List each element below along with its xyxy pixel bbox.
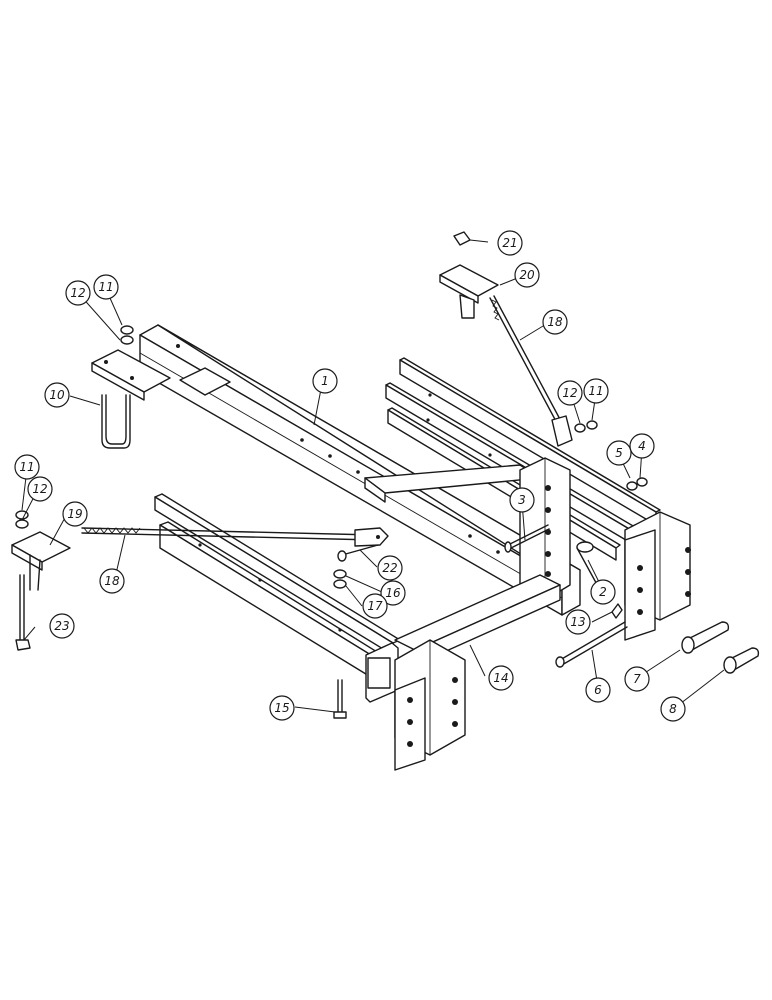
callout-8: 8 [660,696,686,722]
svg-text:12: 12 [70,286,85,300]
callout-12-left: 12 [27,476,53,502]
callout-1: 1 [312,368,338,394]
svg-text:12: 12 [32,482,47,496]
lower-cross-member [394,574,561,666]
callout-14: 14 [488,665,514,691]
svg-text:8: 8 [669,702,677,716]
svg-text:14: 14 [493,671,508,685]
callout-2: 2 [590,579,616,605]
svg-text:10: 10 [49,388,65,402]
u-bolt [101,394,131,449]
callout-12-top-left: 12 [65,280,91,306]
callout-10: 10 [44,382,70,408]
top-bracket-assembly [439,231,573,447]
callout-22: 22 [377,555,403,581]
callout-16: 16 [380,580,406,606]
svg-text:11: 11 [588,384,603,398]
lower-left-rail [154,493,401,703]
svg-text:19: 19 [67,507,82,521]
bolt-22 [337,544,379,562]
callout-11-right: 11 [583,378,609,404]
callout-20: 20 [514,262,540,288]
svg-text:4: 4 [638,439,646,453]
left-tie-rod [81,527,389,547]
svg-text:15: 15 [274,701,289,715]
callout-6: 6 [585,677,611,703]
svg-text:16: 16 [385,586,401,600]
left-clamp-plate [11,531,71,651]
svg-text:11: 11 [98,280,113,294]
callout-7: 7 [624,666,650,692]
callout-11-top-left: 11 [93,274,119,300]
clip-13 [611,603,623,619]
svg-text:22: 22 [382,561,397,575]
right-hitch-plates-outer [624,511,691,641]
svg-text:2: 2 [599,585,607,599]
pin-6 [555,621,628,668]
svg-text:13: 13 [570,615,585,629]
callout-13: 13 [565,609,591,635]
callout-4: 4 [629,433,655,459]
washers-nuts-left-top [120,325,134,345]
callout-3: 3 [509,487,535,513]
svg-text:6: 6 [594,683,602,697]
svg-text:18: 18 [104,574,120,588]
callout-21: 21 [497,230,523,256]
callout-23: 23 [49,613,75,639]
svg-text:1: 1 [321,374,329,388]
washers-nuts-right [574,420,648,491]
svg-text:18: 18 [547,315,563,329]
bolt-3 [504,524,550,553]
callout-12-right: 12 [557,380,583,406]
lower-left-hitch-plates [394,639,466,771]
bolt-15 [333,679,347,719]
svg-text:17: 17 [367,599,383,613]
svg-text:11: 11 [19,460,34,474]
svg-text:12: 12 [562,386,577,400]
sleeve-7 [681,621,730,654]
sleeve-8 [723,647,760,674]
callout-18-right: 18 [542,309,568,335]
svg-text:3: 3 [518,493,526,507]
callout-5: 5 [606,440,632,466]
svg-text:5: 5 [615,446,623,460]
svg-text:7: 7 [633,672,641,686]
callout-15: 15 [269,695,295,721]
svg-text:20: 20 [519,268,535,282]
left-main-rail [91,324,581,616]
callout-19: 19 [62,501,88,527]
callout-11-left: 11 [14,454,40,480]
svg-text:21: 21 [502,236,517,250]
nuts-16-17 [333,569,347,589]
callout-18-left: 18 [99,568,125,594]
svg-text:23: 23 [54,619,69,633]
callout-17: 17 [362,593,388,619]
